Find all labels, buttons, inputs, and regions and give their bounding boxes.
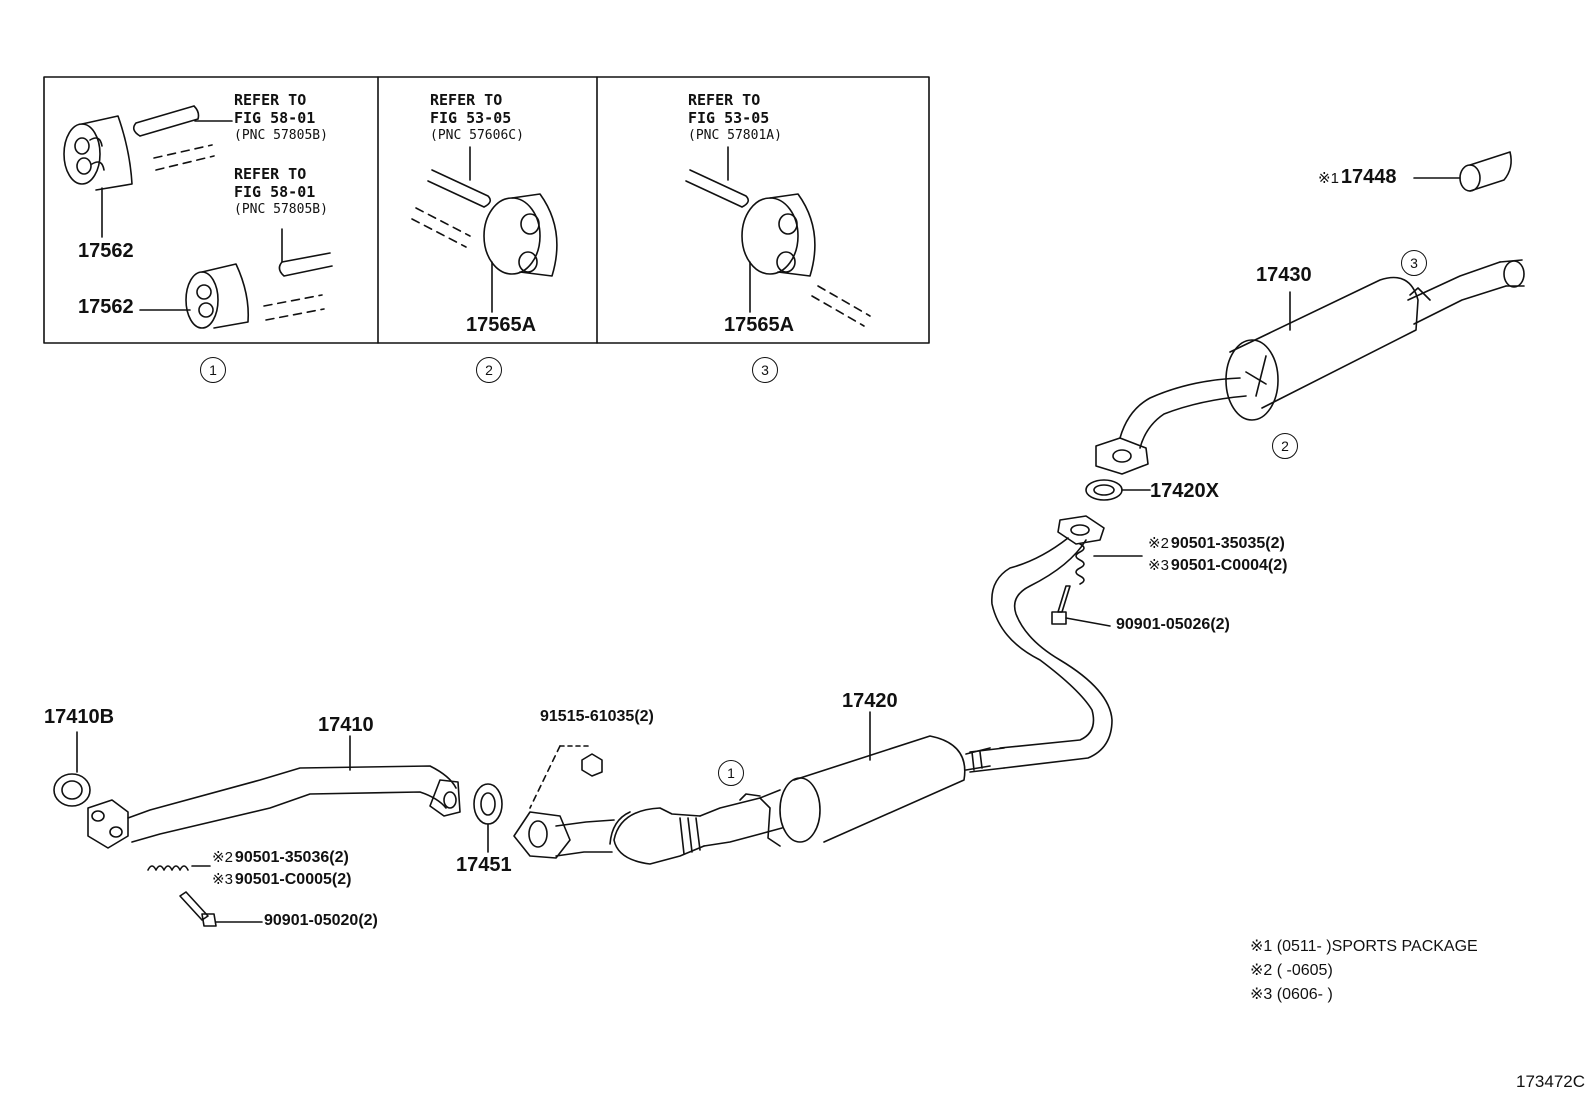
hanger-17565a-panel2 [483,193,558,277]
callout-marker-3: 3 [1401,250,1427,276]
refer-line2: FIG 58-01 [234,109,316,127]
fastener-number: 90501-C0004(2) [1170,557,1288,574]
fastener-label-nut-mid: 91515-61035(2) [540,708,654,725]
gasket-17451 [473,783,503,825]
bolt-upper [1051,585,1071,625]
tail-pipe-tip-17448 [1459,151,1512,192]
footnote-2: ※2 ( -0605) [1250,962,1333,979]
part-label-17451: 17451 [456,854,512,876]
note-mark-1: ※1 [1318,170,1339,187]
fastener-number: 90501-C0005(2) [234,871,352,888]
refer-pnc: (PNC 57801A) [688,128,782,143]
center-pipe-17420 [513,515,1113,865]
refer-line1: REFER TO [234,165,307,183]
footnote-1: ※1 (0511- )SPORTS PACKAGE [1250,938,1478,955]
refer-note-panel1-bottom: REFER TO FIG 58-01 (PNC 57805B) [234,165,328,219]
fastener-label-bolt-upper: 90901-05026(2) [1116,616,1230,633]
refer-note-panel1-top: REFER TO FIG 58-01 (PNC 57805B) [234,91,328,145]
rod-upper [132,105,200,137]
gasket-17420x [1085,479,1123,501]
refer-note-panel2: REFER TO FIG 53-05 (PNC 57606C) [430,91,524,145]
refer-line1: REFER TO [430,91,503,109]
tail-muffler-17430 [1095,259,1525,475]
part-label-17420: 17420 [842,690,898,712]
fastener-number: 90501-35035(2) [1170,535,1285,552]
part-label-17562-lower: 17562 [78,296,134,318]
part-label-17562-upper: 17562 [78,240,134,262]
refer-line1: REFER TO [688,91,761,109]
panel-marker-3: 3 [752,357,778,383]
bolt-lower [179,891,217,927]
refer-pnc: (PNC 57805B) [234,128,328,143]
note-mark-3: ※3 [212,871,233,888]
footnote-3: ※3 (0606- ) [1250,986,1333,1003]
part-label-17410b: 17410B [44,706,115,728]
part-label-17430: 17430 [1256,264,1312,286]
nut-91515 [581,753,603,777]
diagram-code: 173472C [1516,1072,1586,1091]
refer-line2: FIG 58-01 [234,183,316,201]
part-number: 17448 [1340,166,1397,188]
refer-line2: FIG 53-05 [430,109,512,127]
fastener-label-bolt-lower: 90901-05020(2) [264,912,378,929]
front-pipe-17410 [87,765,461,849]
part-label-17565a-panel2: 17565A [466,314,537,336]
panel-marker-2: 2 [476,357,502,383]
part-label-17410: 17410 [318,714,374,736]
part-label-17420x: 17420X [1150,480,1219,502]
callout-marker-2: 2 [1272,433,1298,459]
spring-upper [1075,543,1085,585]
inset-box [43,76,930,344]
part-label-17565a-panel3: 17565A [724,314,795,336]
refer-pnc: (PNC 57606C) [430,128,524,143]
hanger-17562-upper [63,115,133,191]
note-mark-2: ※2 [212,849,233,866]
refer-pnc: (PNC 57805B) [234,202,328,217]
hanger-17565a-panel3 [741,193,816,277]
panel-marker-1: 1 [200,357,226,383]
note-mark-3: ※3 [1148,557,1169,574]
refer-note-panel3: REFER TO FIG 53-05 (PNC 57801A) [688,91,782,145]
note-mark-2: ※2 [1148,535,1169,552]
refer-line1: REFER TO [234,91,307,109]
spring-lower [147,865,189,871]
gasket-17410b [53,773,91,807]
refer-line2: FIG 53-05 [688,109,770,127]
fastener-number: 90501-35036(2) [234,849,349,866]
hanger-17562-lower [185,263,250,329]
callout-marker-1: 1 [718,760,744,786]
